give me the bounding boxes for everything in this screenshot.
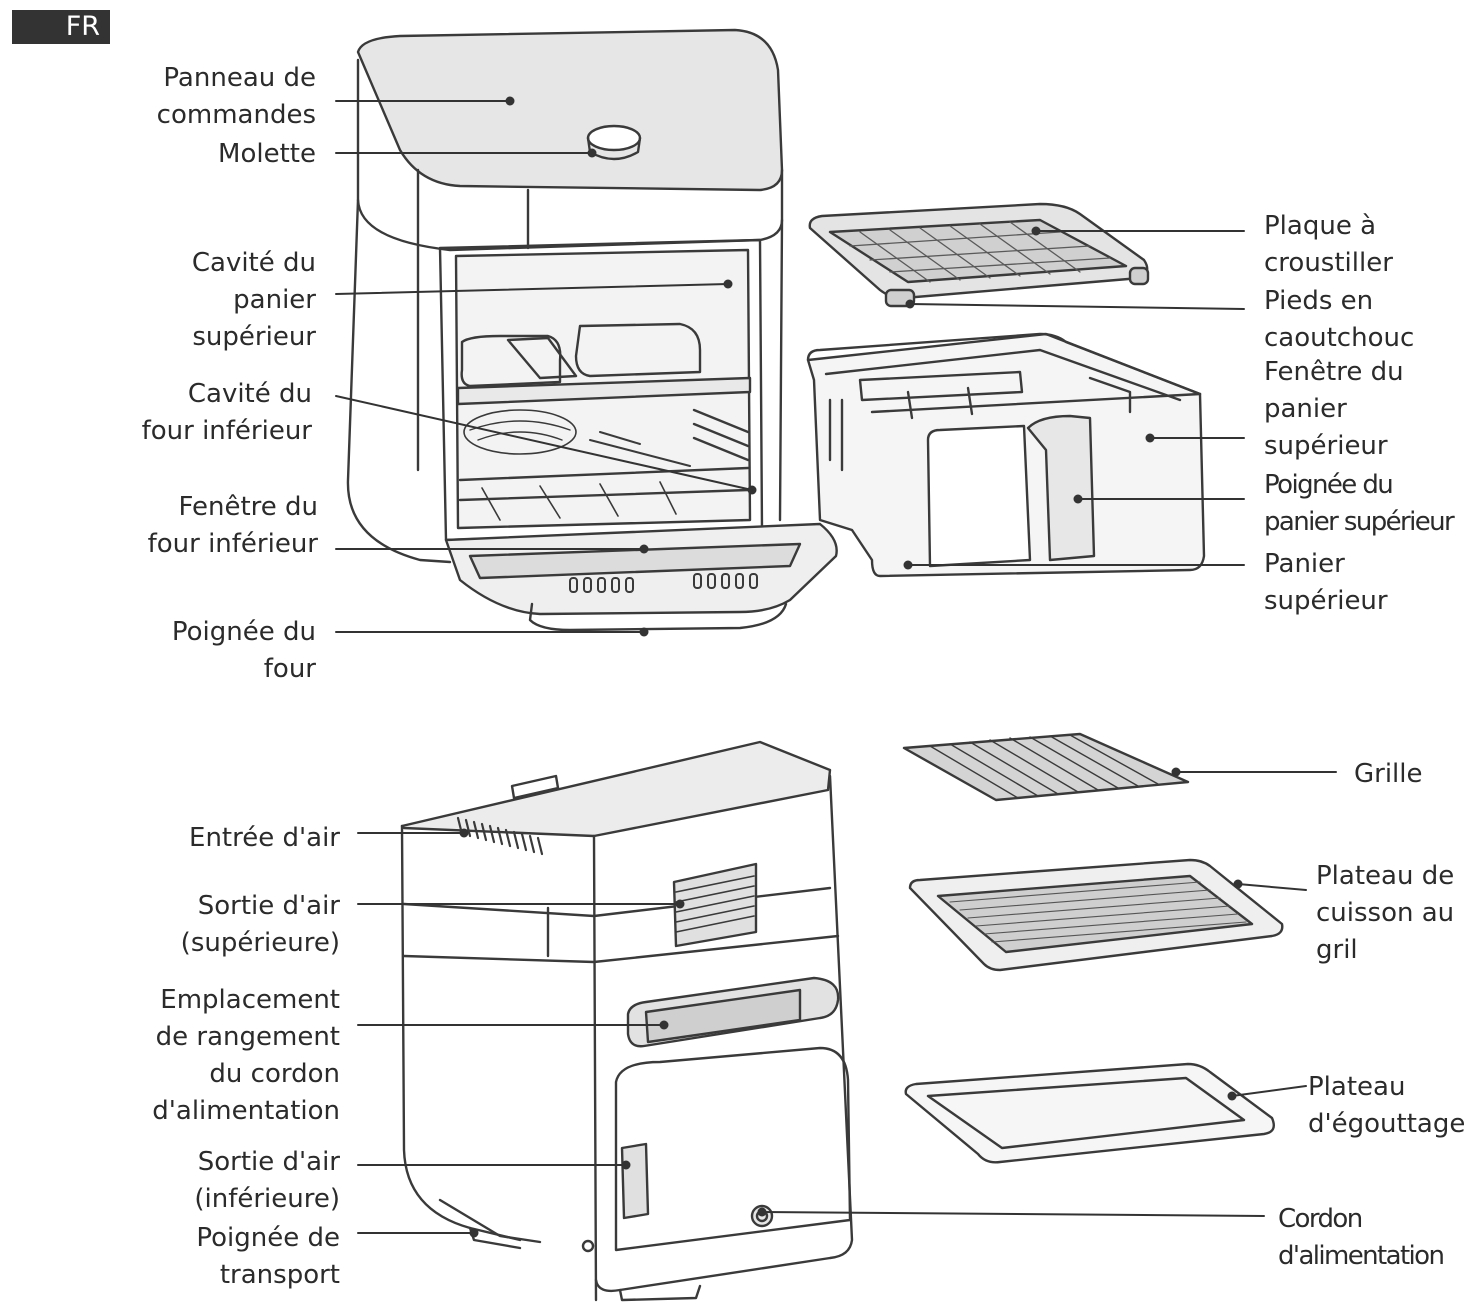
label-lower-oven-window: Fenêtre du four inférieur — [147, 492, 318, 559]
broil-tray-illustration — [908, 858, 1284, 972]
label-air-inlet: Entrée d'air — [189, 823, 340, 853]
label-dial: Molette — [218, 139, 316, 169]
label-rubber-feet: Pieds en caoutchouc — [1264, 286, 1415, 353]
label-control-panel: Panneau de commandes — [156, 63, 316, 130]
label-broil-tray: Plateau de cuisson au gril — [1316, 861, 1455, 965]
drip-tray-illustration — [904, 1062, 1275, 1164]
rack-illustration — [902, 732, 1190, 802]
label-upper-basket-handle: Poignée du panier supérieur — [1264, 470, 1455, 537]
crisper-plate-illustration — [808, 202, 1150, 308]
label-power-cord: Cordon d'alimentation — [1278, 1204, 1445, 1271]
label-upper-basket-window: Fenêtre du panier supérieur — [1264, 357, 1404, 461]
label-upper-basket: Panier supérieur — [1264, 549, 1388, 616]
upper-basket-illustration — [806, 332, 1206, 578]
label-oven-handle: Poignée du four — [171, 617, 316, 684]
label-crisper-plate: Plaque à croustiller — [1264, 211, 1393, 278]
label-lower-oven-cavity: Cavité du four inférieur — [141, 379, 312, 446]
label-cord-storage: Emplacement de rangement du cordon d'ali… — [152, 985, 340, 1126]
label-air-outlet-lower: Sortie d'air (inférieure) — [194, 1147, 340, 1214]
label-upper-basket-cavity: Cavité du panier supérieur — [191, 248, 316, 352]
language-badge: FR — [12, 10, 110, 44]
label-rack: Grille — [1354, 759, 1423, 789]
label-air-outlet-upper: Sortie d'air (supérieure) — [180, 891, 340, 958]
label-carry-handle: Poignée de transport — [196, 1223, 340, 1290]
label-drip-tray: Plateau d'égouttage — [1308, 1072, 1466, 1139]
front-appliance-illustration — [346, 28, 838, 632]
back-appliance-illustration — [400, 740, 854, 1302]
